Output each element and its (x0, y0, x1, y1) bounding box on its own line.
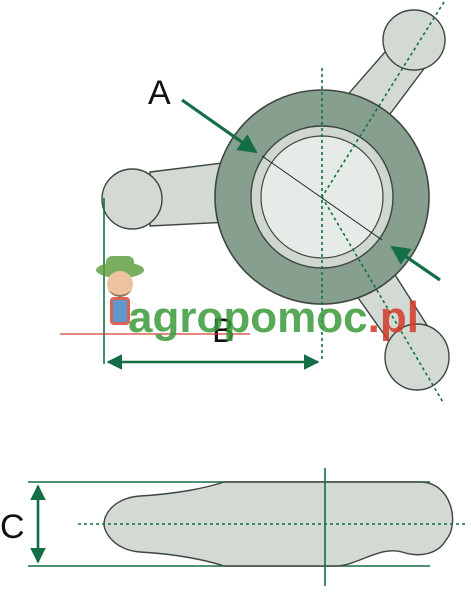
watermark-part3: .pl (368, 293, 419, 342)
left-arm (101, 161, 231, 230)
arrow-bore (390, 245, 441, 282)
label-c: C (0, 508, 25, 546)
watermark-part1: agro (128, 293, 223, 342)
label-a: A (148, 74, 171, 112)
farmer-logo-icon (96, 256, 144, 325)
arrow-a (181, 98, 258, 154)
watermark-text: agropomoc.pl (128, 293, 419, 342)
side-view: C (0, 468, 466, 586)
top-view: A B (101, 1, 450, 405)
center-line-lower-arm (321, 196, 445, 405)
center-line-upper-arm (321, 1, 445, 198)
watermark-part2: pomoc (223, 293, 367, 342)
watermark: agropomoc.pl (60, 256, 419, 342)
label-b: B (212, 312, 235, 350)
